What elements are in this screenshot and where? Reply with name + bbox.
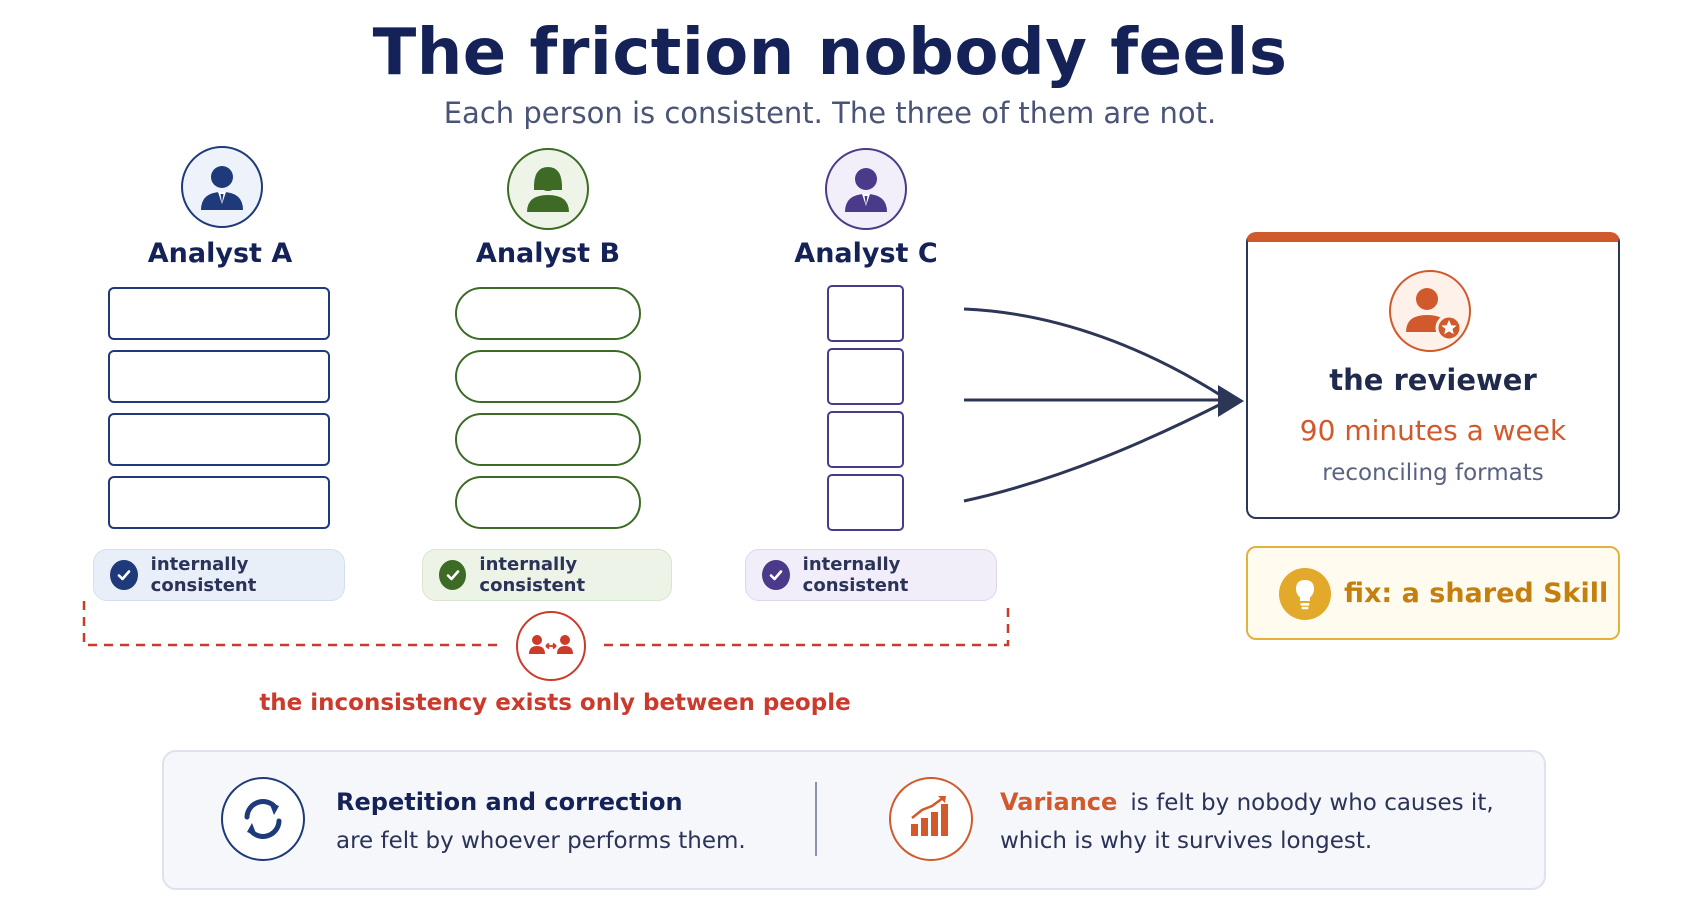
analyst-c-slot (827, 474, 904, 531)
analyst-c-slot (827, 285, 904, 342)
dashed-bracket-left (82, 601, 502, 647)
lightbulb-icon (1279, 568, 1331, 620)
analyst-b-slot (455, 476, 641, 529)
analyst-b-avatar (507, 148, 589, 230)
reviewer-time: 90 minutes a week (1299, 414, 1567, 447)
status-label: internally consistent (150, 554, 257, 596)
reviewer-note: reconciling formats (1322, 460, 1544, 486)
analyst-b-name: Analyst B (475, 238, 621, 269)
page-subtitle: Each person is consistent. The three of … (443, 96, 1217, 130)
analyst-a-avatar (181, 146, 263, 228)
analyst-a-slot (108, 476, 330, 529)
analyst-b-slot (455, 350, 641, 403)
insight-panel (162, 750, 1546, 890)
people-gap-icon (516, 611, 586, 681)
inconsistency-note: the inconsistency exists only between pe… (259, 690, 851, 716)
analyst-b-slot (455, 413, 641, 466)
variance-text-line2: which is why it survives longest. (1000, 828, 1373, 854)
arrow-line-top (963, 307, 1226, 400)
arrow-head (1218, 385, 1244, 417)
status-label: internally consistent (479, 554, 586, 596)
check-icon (110, 560, 138, 590)
person-icon (845, 168, 887, 212)
status-label: internally consistent (802, 554, 909, 596)
analyst-a-status-badge: internally consistent (93, 549, 345, 601)
reviewer-icon (1406, 288, 1463, 342)
analyst-c-avatar (825, 148, 907, 230)
variance-heading: Variance (1000, 788, 1118, 816)
analyst-b-slot (455, 287, 641, 340)
variance-statement: Variance is felt by nobody who causes it… (1000, 788, 1494, 816)
analyst-c-slot (827, 348, 904, 405)
analyst-a-name: Analyst A (147, 238, 293, 269)
analyst-a-slot (108, 287, 330, 340)
repetition-heading: Repetition and correction (336, 788, 683, 816)
check-icon (762, 560, 790, 590)
check-icon (439, 560, 467, 590)
analyst-c-slot (827, 411, 904, 468)
analyst-a-slot (108, 350, 330, 403)
analyst-b-status-badge: internally consistent (422, 549, 672, 601)
variance-text-line1: is felt by nobody who causes it, (1130, 790, 1494, 816)
dashed-bracket-right (604, 601, 1010, 647)
reviewer-title: the reviewer (1329, 363, 1537, 397)
page-title: The friction nobody feels (372, 16, 1288, 90)
analyst-c-status-badge: internally consistent (745, 549, 997, 601)
fix-label: fix: a shared Skill (1344, 578, 1609, 609)
reviewer-avatar (1389, 270, 1471, 352)
panel-divider (815, 782, 817, 856)
arrow-line-bottom (963, 400, 1226, 503)
analyst-c-name: Analyst C (794, 238, 938, 269)
person-icon (527, 167, 569, 212)
person-icon (201, 166, 243, 210)
refresh-icon (221, 777, 305, 861)
bar-chart-icon (889, 777, 973, 861)
analyst-a-slot (108, 413, 330, 466)
repetition-text: are felt by whoever performs them. (336, 828, 746, 854)
